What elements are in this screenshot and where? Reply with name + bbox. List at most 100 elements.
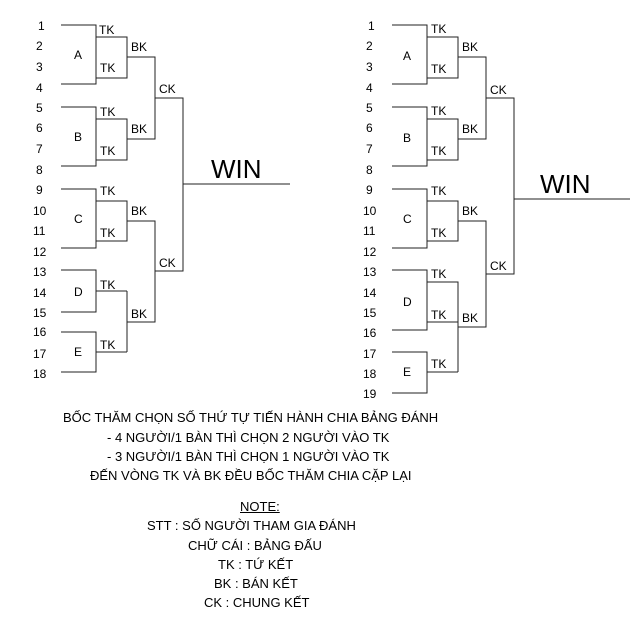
right-bracket: 1 2 3 4 5 6 7 8 9 10 11 12 13 14 15 16 1… (363, 19, 630, 401)
ck-bracket (486, 97, 515, 275)
tk-label: TK (431, 226, 446, 240)
group-c-box (392, 188, 428, 249)
group-d-box (392, 269, 428, 331)
group-b-box (392, 106, 428, 167)
player-number: 9 (366, 183, 373, 197)
group-label: A (403, 49, 411, 63)
tk-label: TK (431, 104, 446, 118)
ck-label: CK (490, 83, 507, 97)
tk-label: TK (100, 278, 115, 292)
tk-label: TK (100, 105, 115, 119)
ck-label: CK (490, 259, 507, 273)
player-number: 2 (366, 39, 373, 53)
player-number: 18 (33, 367, 47, 381)
tk-label: TK (431, 357, 446, 371)
player-number: 1 (368, 19, 375, 33)
note-line: TK : TỨ KẾT (218, 557, 294, 572)
player-number: 5 (366, 101, 373, 115)
tk-label: TK (431, 308, 446, 322)
note-line: CHỮ CÁI : BẢNG ĐẤU (188, 538, 322, 553)
player-number: 16 (363, 326, 377, 340)
bk-label: BK (131, 307, 147, 321)
ck-label: CK (159, 82, 176, 96)
player-number: 16 (33, 325, 47, 339)
player-number: 9 (36, 183, 43, 197)
instruction-line: BỐC THĂM CHỌN SỐ THỨ TỰ TIẾN HÀNH CHIA B… (63, 410, 439, 425)
player-number: 11 (363, 224, 376, 238)
note-line: BK : BÁN KẾT (214, 576, 298, 591)
player-number: 15 (363, 306, 377, 320)
left-bracket: 1 2 3 4 5 6 7 8 9 10 11 12 13 14 15 16 1… (33, 19, 290, 381)
note-line: STT : SỐ NGƯỜI THAM GIA ĐÁNH (147, 518, 356, 533)
player-number: 17 (33, 347, 47, 361)
ck-bracket (155, 97, 184, 272)
bk-label: BK (131, 204, 147, 218)
tk-label: TK (431, 22, 446, 36)
bk-label: BK (462, 311, 478, 325)
tk-label: TK (100, 61, 115, 75)
player-number: 8 (366, 163, 373, 177)
player-number: 2 (36, 39, 43, 53)
bk-label: BK (462, 122, 478, 136)
player-number: 8 (36, 163, 43, 177)
player-number: 15 (33, 306, 47, 320)
player-number: 11 (33, 224, 46, 238)
bk-label: BK (131, 40, 147, 54)
player-number: 6 (366, 121, 373, 135)
player-number: 13 (363, 265, 377, 279)
player-number: 14 (33, 286, 47, 300)
player-number: 7 (36, 142, 43, 156)
tk-label: TK (431, 267, 446, 281)
win-label: WIN (540, 169, 591, 199)
player-number: 4 (366, 81, 373, 95)
group-a-box (61, 24, 97, 85)
player-number: 12 (33, 245, 47, 259)
group-b-box (61, 106, 97, 167)
player-number: 18 (363, 367, 377, 381)
tk-label: TK (431, 62, 446, 76)
player-number: 10 (363, 204, 377, 218)
player-number: 10 (33, 204, 47, 218)
player-number: 19 (363, 387, 377, 401)
group-label: C (403, 212, 412, 226)
group-label: A (74, 48, 82, 62)
tk-label: TK (431, 184, 446, 198)
player-number: 13 (33, 265, 47, 279)
tk-label: TK (431, 144, 446, 158)
bk-label: BK (462, 40, 478, 54)
player-number: 14 (363, 286, 377, 300)
group-label: B (403, 131, 411, 145)
instruction-line: - 3 NGƯỜI/1 BÀN THÌ CHỌN 1 NGƯỜI VÀO TK (107, 449, 390, 464)
tk-label: TK (100, 338, 115, 352)
group-c-box (61, 188, 97, 249)
group-label: E (403, 365, 411, 379)
group-label: B (74, 130, 82, 144)
player-number: 6 (36, 121, 43, 135)
group-label: C (74, 212, 83, 226)
tk-label: TK (100, 184, 115, 198)
player-number: 17 (363, 347, 377, 361)
tk-label: TK (100, 226, 115, 240)
group-label: E (74, 345, 82, 359)
ck-label: CK (159, 256, 176, 270)
player-number: 1 (38, 19, 45, 33)
group-label: D (403, 295, 412, 309)
player-number: 5 (36, 101, 43, 115)
player-number: 3 (36, 60, 43, 74)
note-title: NOTE: (240, 499, 280, 514)
bk-label: BK (131, 122, 147, 136)
bk-label: BK (462, 204, 478, 218)
tk-label: TK (100, 144, 115, 158)
player-number: 3 (366, 60, 373, 74)
instruction-line: ĐẾN VÒNG TK VÀ BK ĐỀU BỐC THĂM CHIA CẶP … (90, 468, 412, 483)
player-number: 7 (366, 142, 373, 156)
win-label: WIN (211, 154, 262, 184)
instruction-line: - 4 NGƯỜI/1 BÀN THÌ CHỌN 2 NGƯỜI VÀO TK (107, 430, 390, 445)
group-a-box (392, 24, 428, 85)
note-line: CK : CHUNG KẾT (204, 595, 310, 610)
group-label: D (74, 285, 83, 299)
player-number: 12 (363, 245, 377, 259)
player-number: 4 (36, 81, 43, 95)
tk-label: TK (99, 23, 114, 37)
